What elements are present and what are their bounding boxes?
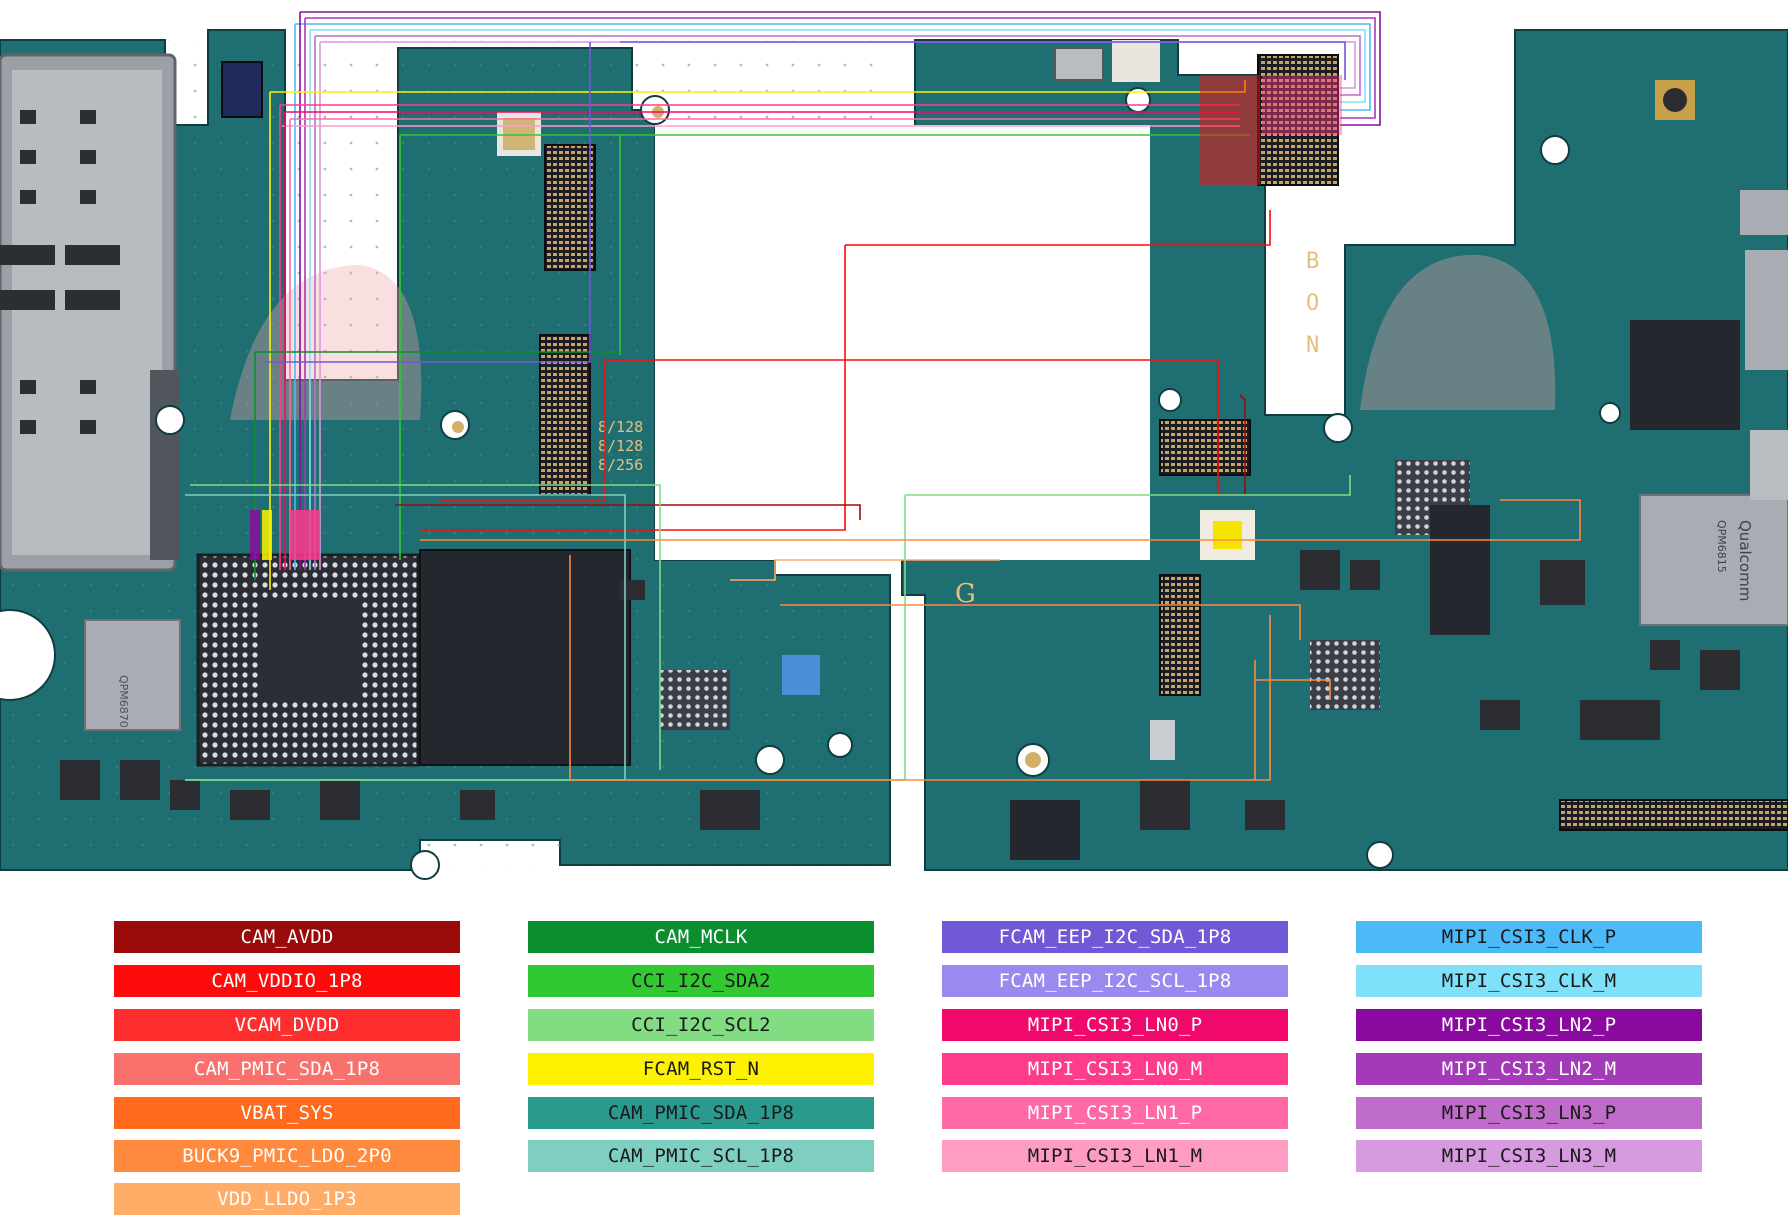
board-logo-g: G bbox=[955, 579, 976, 609]
legend-item-mipi-csi3-ln2-p: MIPI_CSI3_LN2_P bbox=[1356, 1009, 1702, 1041]
legend-item-mipi-csi3-clk-p: MIPI_CSI3_CLK_P bbox=[1356, 921, 1702, 953]
legend-item-fcam-eep-i2c-sda-1p8: FCAM_EEP_I2C_SDA_1P8 bbox=[942, 921, 1288, 953]
legend-item-cam-pmic-sda-1p8: CAM_PMIC_SDA_1P8 bbox=[528, 1097, 874, 1129]
legend-item-cam-mclk: CAM_MCLK bbox=[528, 921, 874, 953]
chip-label-qpm6870: QPM6870 bbox=[117, 675, 130, 728]
board-letter-b: B bbox=[1306, 249, 1319, 274]
legend-item-cam-pmic-sda-1p8: CAM_PMIC_SDA_1P8 bbox=[114, 1053, 460, 1085]
legend-item-vbat-sys: VBAT_SYS bbox=[114, 1097, 460, 1129]
chip-label-qpm6815: QPM6815 bbox=[1715, 520, 1728, 573]
legend-item-cam-pmic-scl-1p8: CAM_PMIC_SCL_1P8 bbox=[528, 1140, 874, 1172]
legend-item-mipi-csi3-clk-m: MIPI_CSI3_CLK_M bbox=[1356, 965, 1702, 997]
legend-item-vcam-dvdd: VCAM_DVDD bbox=[114, 1009, 460, 1041]
legend-item-cci-i2c-sda2: CCI_I2C_SDA2 bbox=[528, 965, 874, 997]
pcb-board-diagram: QPM6870 8/128 8/ bbox=[0, 11, 1788, 880]
chip-label-qualcomm: Qualcomm bbox=[1736, 520, 1754, 601]
board-letter-o: O bbox=[1306, 291, 1319, 316]
legend-item-mipi-csi3-ln3-m: MIPI_CSI3_LN3_M bbox=[1356, 1140, 1702, 1172]
legend-item-cam-vddio-1p8: CAM_VDDIO_1P8 bbox=[114, 965, 460, 997]
board-cutout bbox=[655, 125, 1150, 560]
legend-item-fcam-eep-i2c-scl-1p8: FCAM_EEP_I2C_SCL_1P8 bbox=[942, 965, 1288, 997]
board-mark-1: 8/128 bbox=[598, 418, 643, 436]
legend-item-cam-avdd: CAM_AVDD bbox=[114, 921, 460, 953]
board-mark-3: 8/256 bbox=[598, 456, 643, 474]
legend-item-mipi-csi3-ln0-m: MIPI_CSI3_LN0_M bbox=[942, 1053, 1288, 1085]
legend-item-mipi-csi3-ln1-p: MIPI_CSI3_LN1_P bbox=[942, 1097, 1288, 1129]
legend-item-mipi-csi3-ln3-p: MIPI_CSI3_LN3_P bbox=[1356, 1097, 1702, 1129]
legend-item-vdd-lldo-1p3: VDD_LLDO_1P3 bbox=[114, 1183, 460, 1215]
watermark-logo bbox=[230, 254, 1556, 420]
legend-item-fcam-rst-n: FCAM_RST_N bbox=[528, 1053, 874, 1085]
pad-highlights bbox=[250, 75, 1342, 560]
board-letter-n: N bbox=[1306, 333, 1319, 358]
legend-item-cci-i2c-scl2: CCI_I2C_SCL2 bbox=[528, 1009, 874, 1041]
legend-item-mipi-csi3-ln2-m: MIPI_CSI3_LN2_M bbox=[1356, 1053, 1702, 1085]
board-mark-2: 8/128 bbox=[598, 437, 643, 455]
legend-item-mipi-csi3-ln1-m: MIPI_CSI3_LN1_M bbox=[942, 1140, 1288, 1172]
legend-item-mipi-csi3-ln0-p: MIPI_CSI3_LN0_P bbox=[942, 1009, 1288, 1041]
signal-traces bbox=[185, 11, 1581, 781]
legend-item-buck9-pmic-ldo-2p0: BUCK9_PMIC_LDO_2P0 bbox=[114, 1140, 460, 1172]
